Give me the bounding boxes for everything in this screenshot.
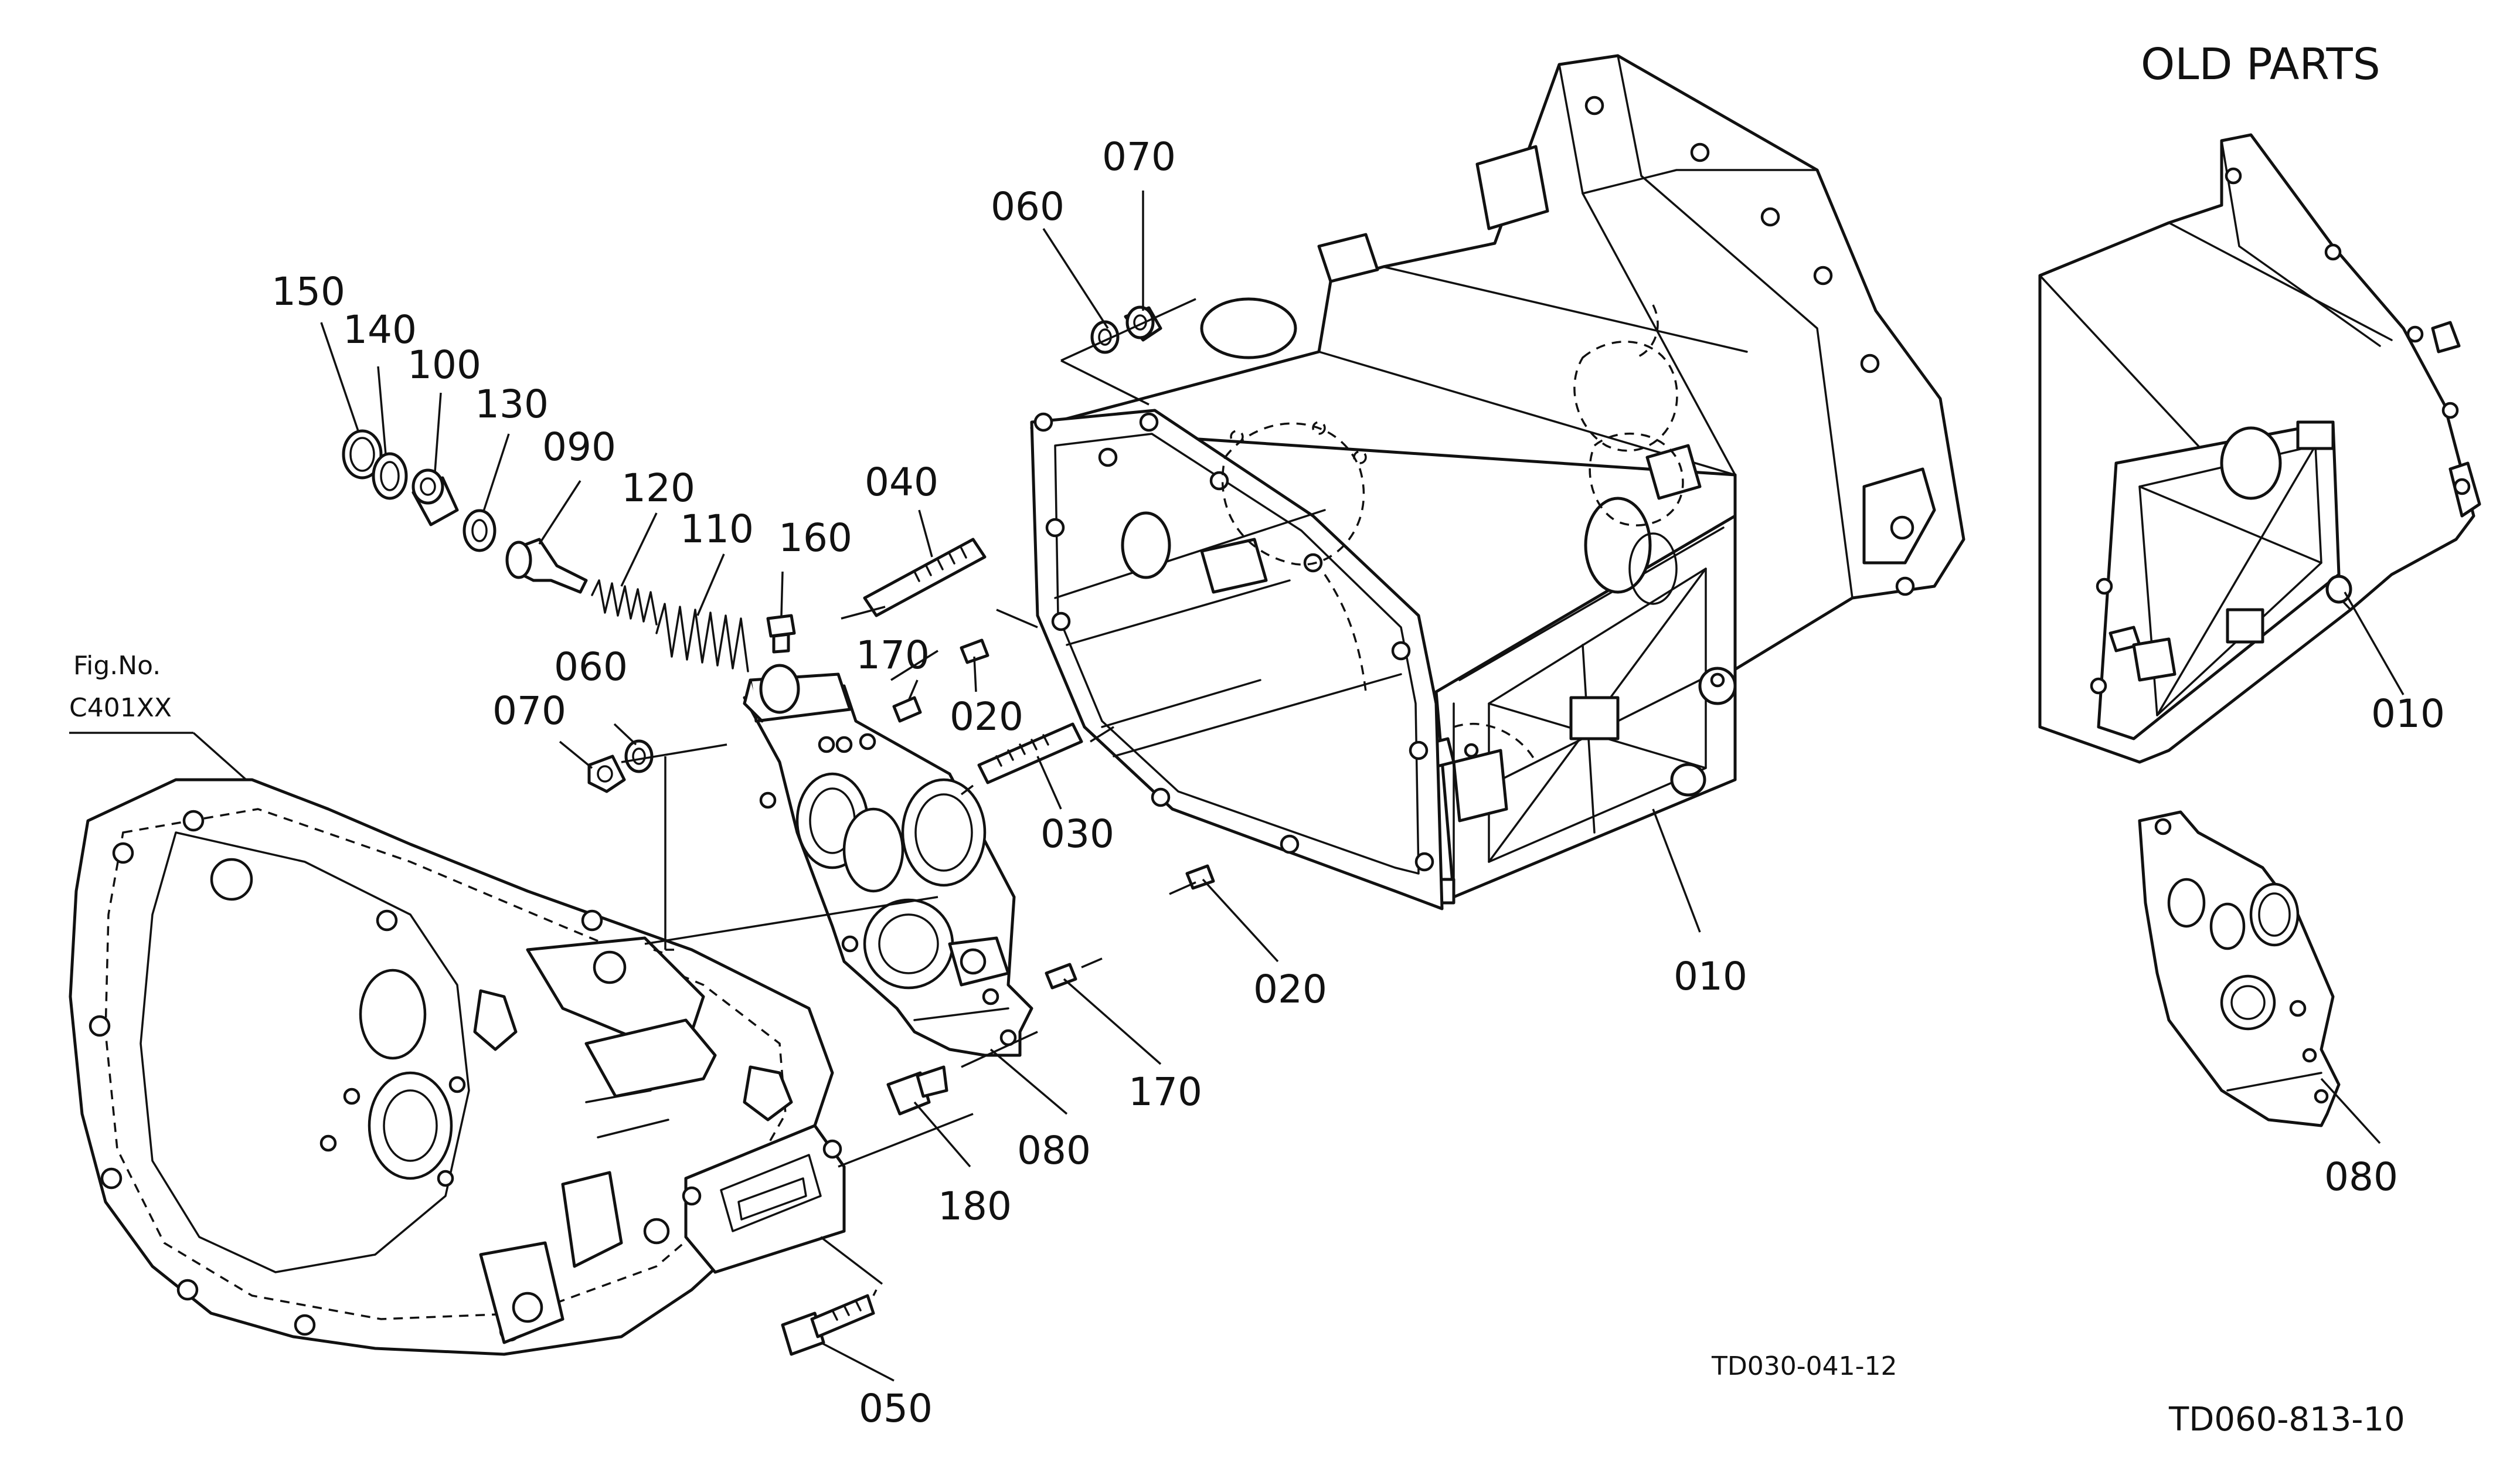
pin-170-upper [892, 696, 922, 723]
figure-reference: Fig.No. C401XX [69, 651, 247, 781]
callout-040: 040 [865, 460, 938, 505]
washer-130 [462, 509, 496, 552]
stud-040 [863, 538, 987, 617]
callout-010-old: 010 [2371, 691, 2445, 736]
callout-070-left: 070 [492, 688, 566, 733]
pin-170-lower [1045, 963, 1077, 990]
assembly-lines [621, 298, 1196, 1296]
washer-060-top [1090, 320, 1120, 354]
callout-060-left: 060 [554, 644, 628, 689]
washer-060-left [624, 739, 654, 773]
spring-110 [655, 603, 749, 672]
callout-020-lower: 020 [1253, 967, 1327, 1012]
fig-no-value: C401XX [69, 693, 172, 723]
old-parts-holder [2138, 810, 2341, 1127]
o-ring-140 [372, 452, 408, 500]
old-parts-title: OLD PARTS [2141, 39, 2380, 90]
spring-120 [591, 579, 658, 626]
fig-no-label: Fig.No. [73, 651, 161, 681]
callout-120: 120 [621, 465, 695, 511]
callout-labels: 150 140 100 130 090 120 110 160 060 070 … [271, 134, 2445, 1431]
old-parts-case [2038, 133, 2481, 764]
callout-060-top: 060 [991, 184, 1065, 229]
callout-070-top: 070 [1102, 134, 1176, 179]
transmission-case [1030, 54, 1965, 910]
callout-170-lower: 170 [1128, 1069, 1202, 1114]
callout-180: 180 [938, 1184, 1012, 1229]
callout-130: 130 [475, 382, 549, 427]
callout-160: 160 [778, 515, 852, 560]
stud-030 [977, 722, 1083, 784]
callout-170-upper: 170 [856, 633, 930, 678]
callout-110: 110 [680, 507, 754, 552]
callout-140: 140 [343, 307, 417, 352]
front-housing [69, 778, 846, 1356]
plug-160 [766, 614, 796, 638]
callout-090: 090 [542, 424, 616, 470]
callout-050: 050 [859, 1386, 933, 1431]
callout-080: 080 [1017, 1128, 1091, 1173]
callout-030: 030 [1040, 811, 1114, 857]
nut-070-left [587, 755, 626, 793]
callout-150: 150 [271, 269, 345, 314]
dowel-pin-020-upper [960, 638, 989, 664]
callout-020-upper: 020 [950, 694, 1023, 739]
leader-lines [320, 191, 2405, 1382]
callout-100: 100 [407, 342, 481, 388]
callout-080-old: 080 [2324, 1154, 2398, 1199]
small-parts [342, 305, 1215, 1356]
callout-010: 010 [1674, 954, 1747, 999]
drawing-code-inner: TD030-041-12 [1711, 1351, 1897, 1381]
drawing-code-outer: TD060-813-10 [2168, 1401, 2405, 1439]
